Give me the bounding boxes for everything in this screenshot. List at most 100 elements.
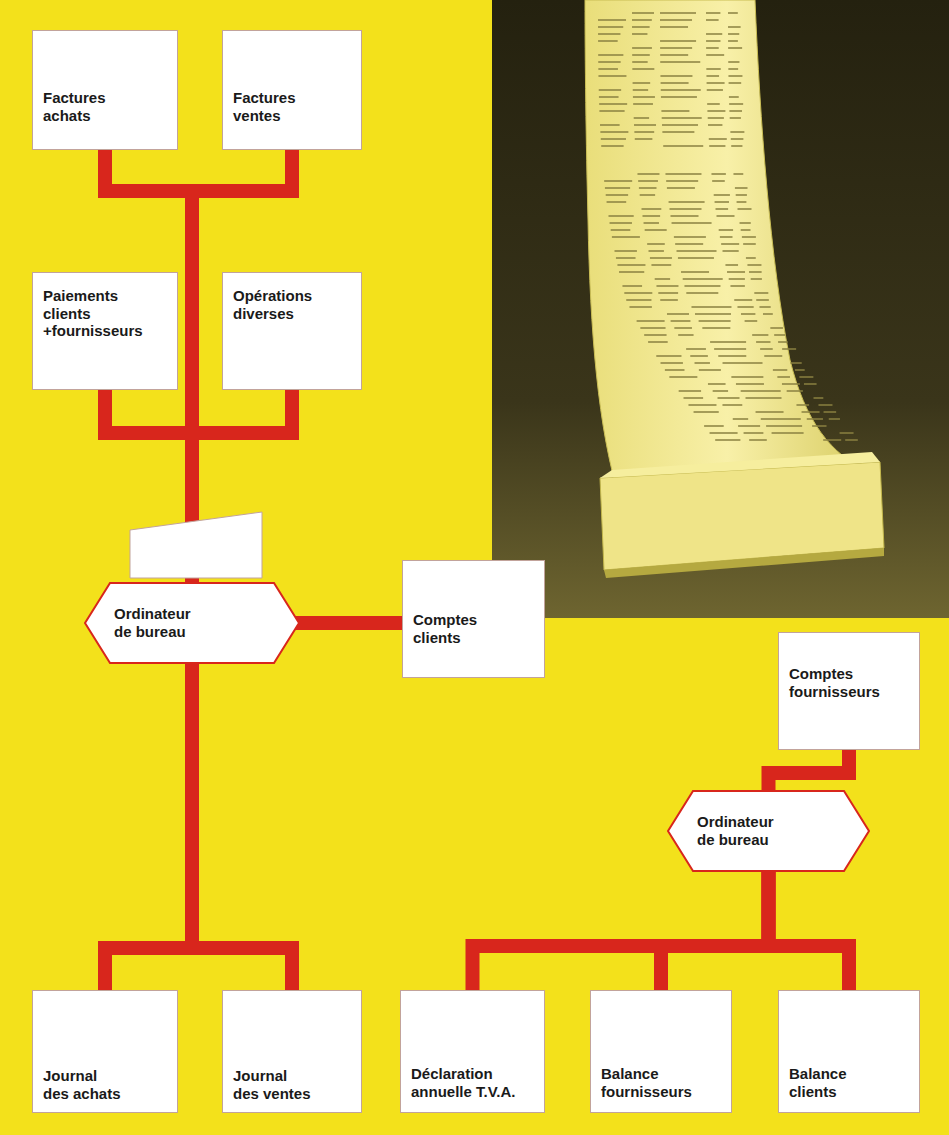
print-dash xyxy=(714,194,730,196)
print-dash xyxy=(706,54,724,56)
print-dash xyxy=(640,194,655,196)
print-dash xyxy=(644,222,659,224)
print-dash xyxy=(632,33,647,35)
print-dash xyxy=(740,222,751,224)
print-dash xyxy=(665,173,701,175)
print-dash xyxy=(598,33,620,35)
print-dash xyxy=(736,383,764,385)
print-dash xyxy=(729,82,742,84)
print-dash xyxy=(671,320,691,322)
print-dash xyxy=(626,299,651,301)
print-dash xyxy=(710,341,746,343)
print-dash xyxy=(672,222,712,224)
print-dash xyxy=(655,278,670,280)
print-dash xyxy=(667,187,695,189)
print-dash xyxy=(708,117,724,119)
print-dash xyxy=(759,306,770,308)
print-dash xyxy=(671,215,699,217)
print-dash xyxy=(675,243,703,245)
print-dash xyxy=(686,292,718,294)
print-dash xyxy=(709,138,727,140)
document-box: Factures ventes xyxy=(222,30,362,150)
node-label: Ordinateur de bureau xyxy=(697,813,789,848)
print-dash xyxy=(706,40,720,42)
print-dash xyxy=(600,131,628,133)
print-dash xyxy=(770,327,783,329)
print-dash xyxy=(637,320,665,322)
print-dash xyxy=(774,334,785,336)
print-dash xyxy=(670,208,702,210)
node-label: Journal des achats xyxy=(43,1067,123,1102)
print-dash xyxy=(773,369,787,371)
print-dash xyxy=(644,334,666,336)
print-dash xyxy=(715,439,740,441)
print-dash xyxy=(604,180,632,182)
print-dash xyxy=(699,369,721,371)
document-box: Déclaration annuelle T.V.A. xyxy=(400,990,545,1113)
print-dash xyxy=(760,348,773,350)
print-dash xyxy=(660,54,688,56)
print-dash xyxy=(731,376,763,378)
print-dash xyxy=(729,110,742,112)
print-dash xyxy=(695,362,710,364)
print-dash xyxy=(622,285,642,287)
print-dash xyxy=(710,432,738,434)
print-dash xyxy=(840,432,854,434)
print-dash xyxy=(756,299,769,301)
print-dash xyxy=(599,103,627,105)
print-dash xyxy=(802,411,820,413)
print-dash xyxy=(741,313,755,315)
print-dash xyxy=(661,110,689,112)
print-dash xyxy=(728,47,742,49)
print-dash xyxy=(706,47,719,49)
computer-hexagon: Ordinateur de bureau xyxy=(84,582,300,664)
print-dash xyxy=(737,201,747,203)
document-box: Balance clients xyxy=(778,990,920,1113)
print-dash xyxy=(640,327,665,329)
print-dash xyxy=(669,201,705,203)
print-dash xyxy=(650,257,672,259)
print-dash xyxy=(731,138,744,140)
print-dash xyxy=(823,439,841,441)
print-dash xyxy=(634,124,656,126)
print-dash xyxy=(730,285,744,287)
print-dash xyxy=(656,355,681,357)
flow-connector xyxy=(300,616,402,630)
print-dash xyxy=(612,236,640,238)
document-box: Balance fournisseurs xyxy=(590,990,732,1113)
print-dash xyxy=(756,411,784,413)
print-dash xyxy=(749,439,767,441)
print-dash xyxy=(648,341,668,343)
print-dash xyxy=(711,173,725,175)
print-dash xyxy=(723,250,739,252)
print-dash xyxy=(605,187,630,189)
print-dash xyxy=(718,355,746,357)
print-dash xyxy=(733,418,748,420)
print-dash xyxy=(660,61,700,63)
print-dash xyxy=(728,12,738,14)
print-dash xyxy=(649,250,664,252)
print-dash xyxy=(741,390,781,392)
print-dash xyxy=(824,411,837,413)
print-dash xyxy=(727,271,745,273)
print-dash xyxy=(666,180,698,182)
print-dash xyxy=(746,257,756,259)
print-dash xyxy=(598,26,623,28)
print-dash xyxy=(706,68,720,70)
print-dash xyxy=(660,12,696,14)
print-dash xyxy=(660,26,688,28)
print-dash xyxy=(795,369,805,371)
print-dash xyxy=(674,236,706,238)
print-dash xyxy=(787,390,803,392)
print-dash xyxy=(708,383,726,385)
hanging-sheet xyxy=(585,0,870,500)
print-dash xyxy=(706,19,719,21)
print-dash xyxy=(708,124,722,126)
print-dash xyxy=(707,103,720,105)
print-dash xyxy=(638,180,658,182)
computer-hexagon: Ordinateur de bureau xyxy=(667,790,870,872)
print-dash xyxy=(761,418,801,420)
print-dash xyxy=(661,82,689,84)
node-label: Ordinateur de bureau xyxy=(114,605,206,640)
